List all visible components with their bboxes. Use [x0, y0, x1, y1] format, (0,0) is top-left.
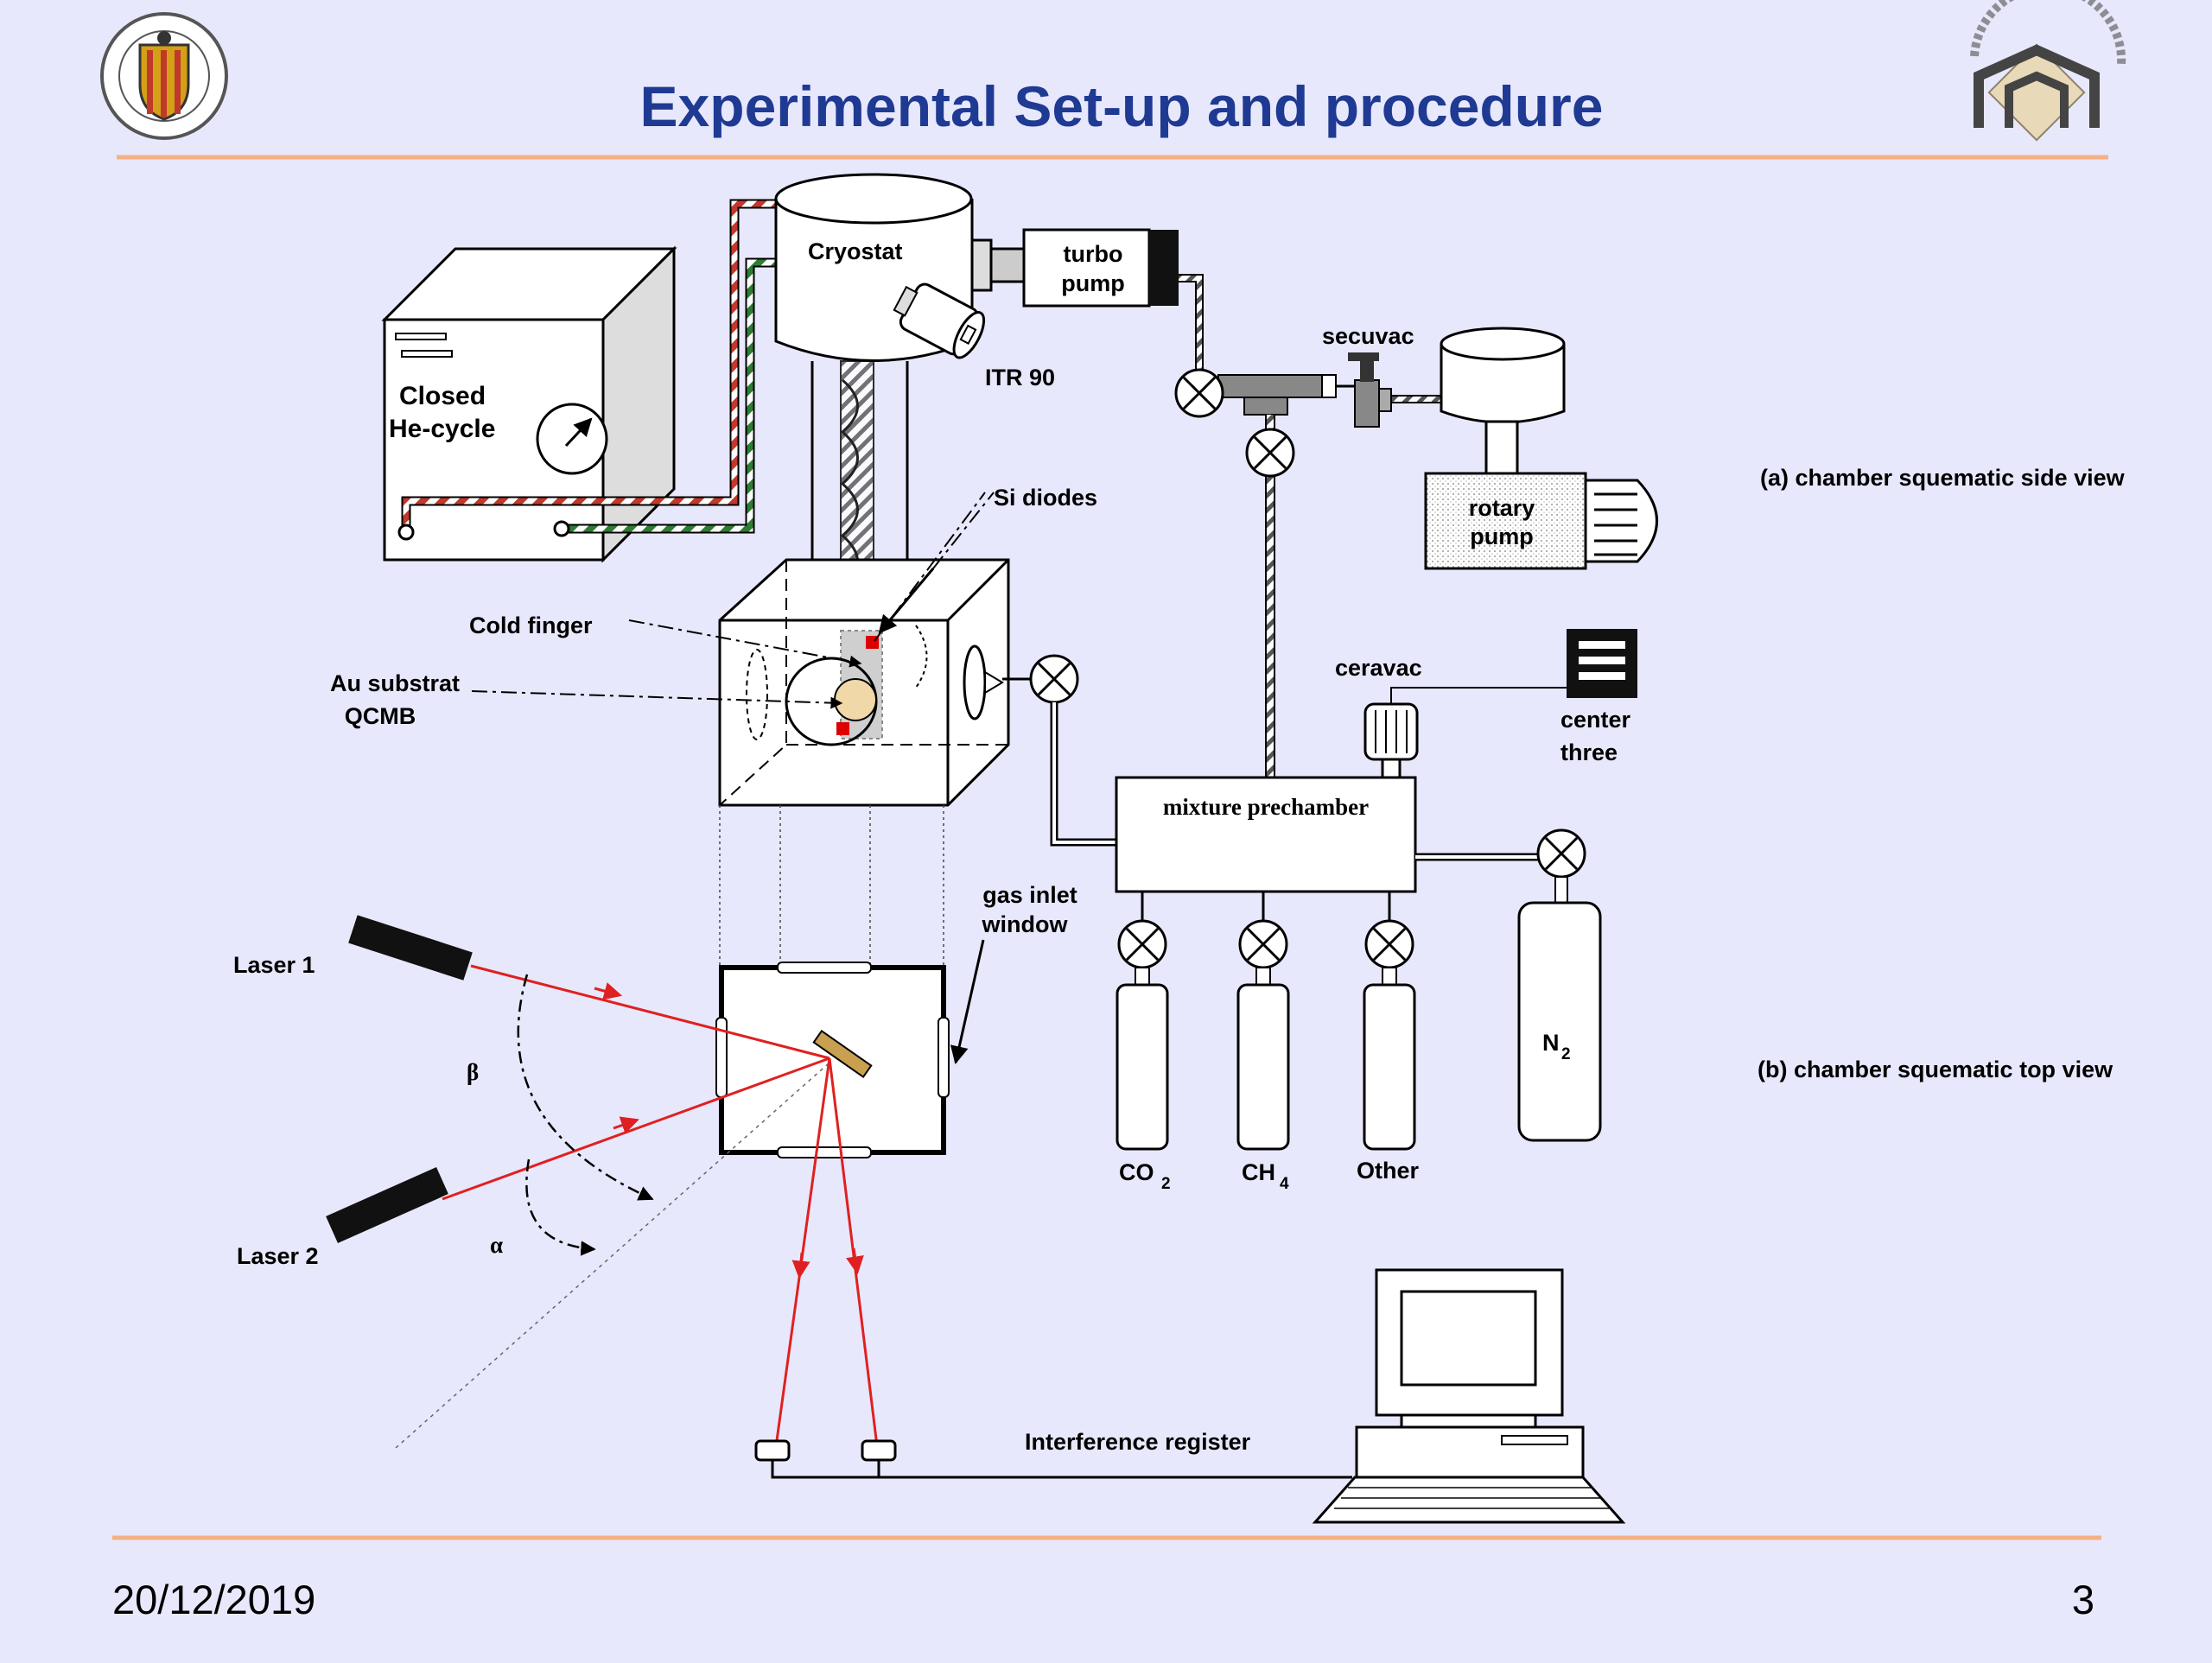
valve-n2: [1536, 828, 1586, 879]
rotary-label-2: pump: [1470, 524, 1534, 549]
beta-label: β: [467, 1059, 479, 1085]
three-label: three: [1560, 739, 1618, 765]
logo-right: [1970, 0, 2126, 142]
other-label: Other: [1357, 1158, 1420, 1184]
ceravac-gauge-icon: [1363, 702, 1419, 779]
secuvac-label: secuvac: [1322, 323, 1414, 349]
laser1-label: Laser 1: [233, 952, 315, 978]
turbo-pump: turbo pump: [970, 228, 1179, 308]
center-label: center: [1560, 707, 1631, 733]
gas-inlet-label: gas inlet: [982, 882, 1077, 908]
mixture-prechamber: mixture prechamber: [1115, 776, 1417, 893]
interference-register-label: Interference register: [1025, 1429, 1251, 1455]
turbo-label-1: turbo: [1064, 241, 1123, 267]
co2-label: CO: [1119, 1159, 1154, 1185]
center-three-controller: [1567, 629, 1637, 698]
rotary-label-1: rotary: [1469, 495, 1535, 521]
secuvac-valve-icon: [1348, 352, 1392, 428]
chamber-side-view: [718, 558, 1032, 807]
photodetectors: [754, 1439, 1352, 1479]
cold-finger-label: Cold finger: [469, 613, 593, 638]
ch4-label: CH: [1242, 1159, 1275, 1185]
laser2-label: Laser 2: [237, 1243, 319, 1269]
n2-cylinder: N 2: [1517, 901, 1602, 1142]
side-view-caption: (a) chamber squematic side view: [1760, 465, 2126, 491]
qcmb-label: QCMB: [345, 703, 416, 729]
chamber-top-view: [715, 962, 950, 1158]
closed-label: Closed: [399, 382, 486, 410]
laser-1: [348, 915, 473, 981]
si-diodes-label: Si diodes: [994, 485, 1097, 511]
laser-2: [326, 1166, 448, 1244]
itr90-gauge-icon: [893, 282, 986, 359]
computer-icon: [1312, 1268, 1626, 1524]
he-cycle-label: He-cycle: [389, 415, 495, 443]
ceravac-label: ceravac: [1335, 655, 1422, 681]
valve-turbo: [1174, 368, 1224, 418]
rotary-pump: rotary pump: [1424, 327, 1658, 570]
co2-subscript: 2: [1161, 1175, 1171, 1193]
vacuum-lines: [1179, 274, 1443, 778]
ch4-subscript: 4: [1280, 1175, 1289, 1193]
n2-label: N: [1542, 1030, 1560, 1056]
school-logo-icon: [1987, 43, 2086, 142]
helium-hoses: [397, 199, 788, 541]
au-substrat-label: Au substrat: [330, 670, 460, 696]
normal-line: [395, 1062, 830, 1449]
logo-left: [100, 12, 228, 140]
page-number: 3: [2072, 1577, 2094, 1622]
alpha-label: α: [490, 1232, 503, 1258]
projection-lines: [719, 805, 944, 966]
footer-date: 20/12/2019: [112, 1577, 315, 1622]
window-label: window: [982, 911, 1069, 937]
n2-subscript: 2: [1561, 1045, 1571, 1063]
gas-line-co2: [1116, 892, 1169, 1151]
gas-line-ch4: [1236, 892, 1290, 1151]
closed-he-cycle: Closed He-cycle: [381, 245, 677, 563]
valve-chamber: [1029, 654, 1079, 704]
cryostat-label: Cryostat: [808, 238, 903, 264]
prechamber-label: mixture prechamber: [1163, 794, 1369, 820]
valve-prechamber: [1245, 428, 1295, 478]
gas-line-other: [1363, 892, 1416, 1151]
top-view-caption: (b) chamber squematic top view: [1758, 1057, 2113, 1082]
turbo-label-2: pump: [1061, 270, 1125, 296]
itr90-label: ITR 90: [985, 365, 1055, 390]
page-title: Experimental Set-up and procedure: [640, 74, 1604, 138]
cryostat: Cryostat ITR 90: [774, 173, 1055, 632]
